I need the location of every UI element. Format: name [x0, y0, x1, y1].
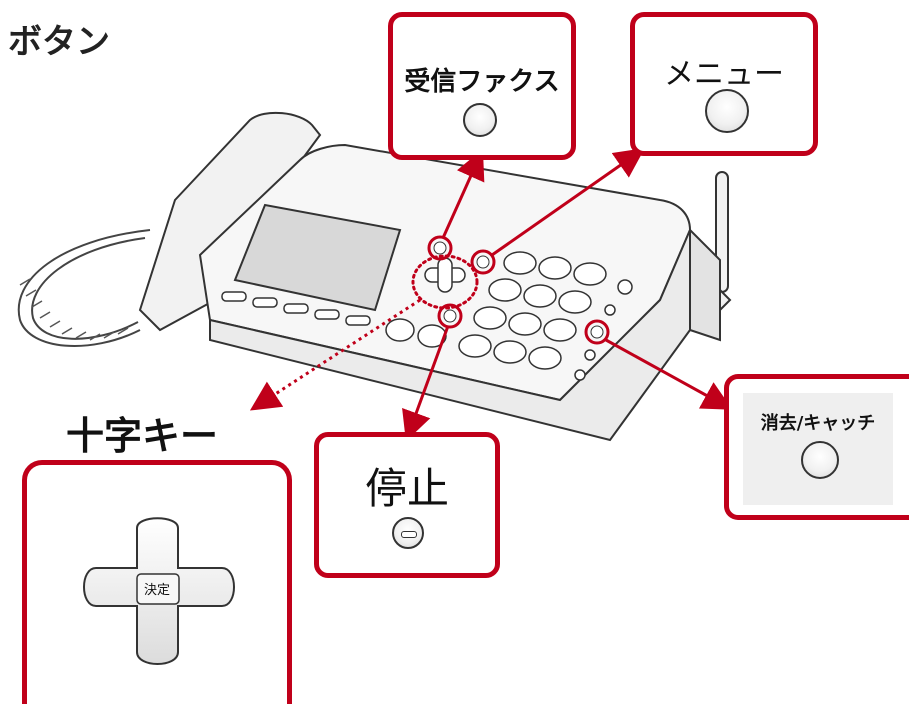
clear-catch-callout: 消去/キャッチ [724, 374, 909, 520]
clear-catch-label: 消去/キャッチ [760, 413, 876, 434]
page-title: ボタン [8, 22, 110, 62]
receive-fax-button-on-device [433, 241, 447, 255]
cross-key-label: 十字キー [66, 414, 219, 458]
stop-button[interactable] [392, 517, 424, 549]
function-keys [221, 291, 371, 326]
clear-catch-button[interactable] [801, 441, 839, 479]
stop-label: 停止 [364, 464, 449, 513]
lcd-display [233, 203, 402, 312]
menu-callout: メニュー [630, 12, 818, 156]
machine-side [689, 227, 721, 342]
stop-callout: 停止 [314, 432, 500, 578]
clear-catch-button-on-device [590, 325, 604, 339]
menu-button[interactable] [705, 89, 749, 133]
menu-button-on-device [476, 255, 490, 269]
kettei-key [136, 573, 180, 605]
receive-fax-label: 受信ファクス [404, 67, 560, 97]
cord-coils [19, 278, 129, 341]
kettei-label[interactable]: 決定 [143, 582, 170, 598]
receive-fax-button[interactable] [463, 103, 497, 137]
keypad [385, 251, 633, 381]
stop-minus-icon [401, 531, 417, 538]
cross-key-on-device [424, 257, 466, 293]
receive-fax-callout: 受信ファクス [388, 12, 576, 160]
menu-label: メニュー [664, 57, 784, 92]
stop-button-on-device [443, 309, 457, 323]
highlight-rings [411, 235, 610, 345]
callout-arrows [249, 148, 733, 442]
